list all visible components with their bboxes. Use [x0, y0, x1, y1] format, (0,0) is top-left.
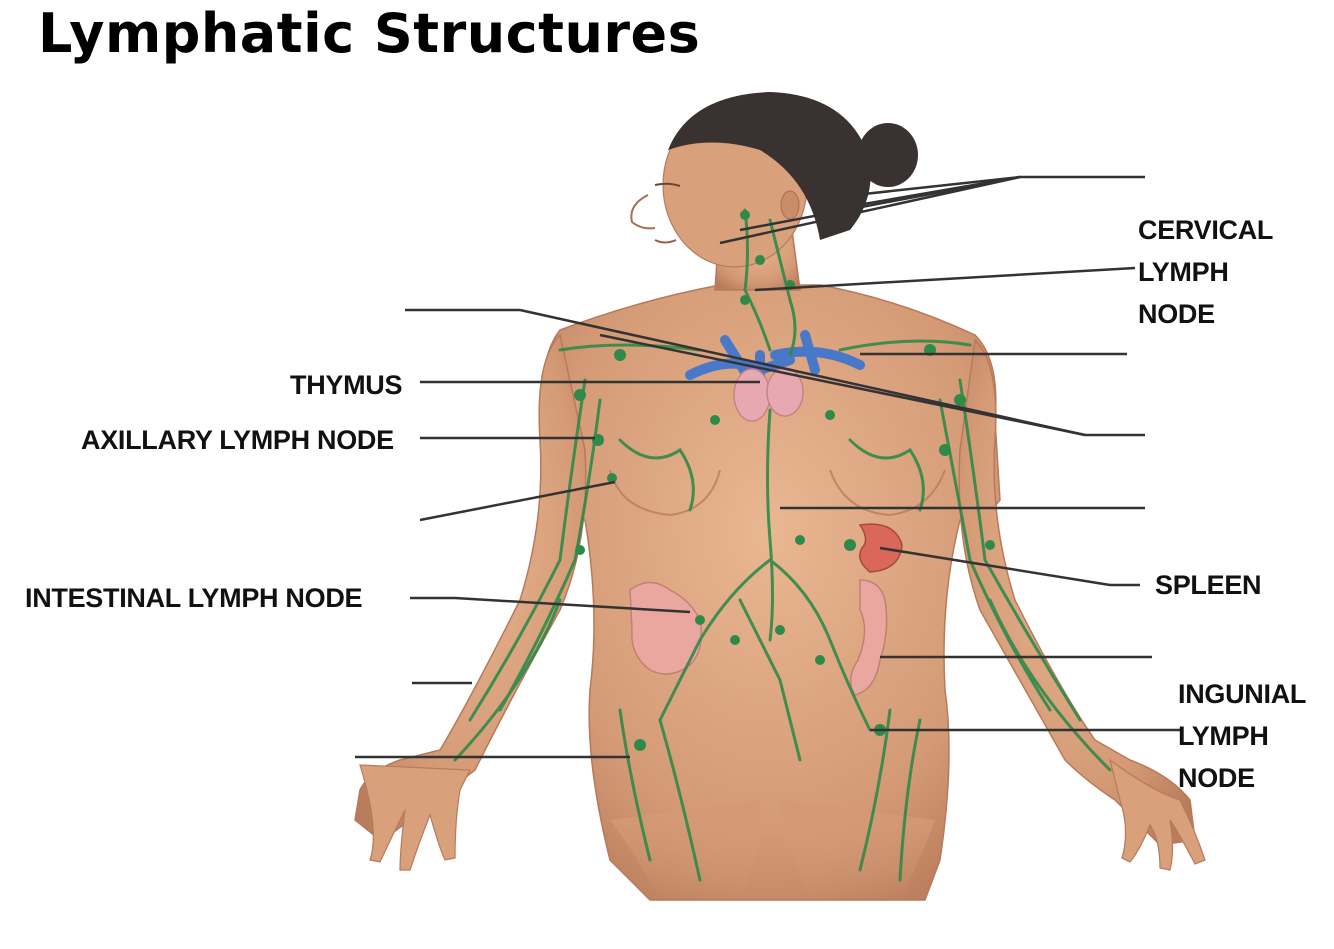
label-intestinal-lymph-node: INTESTINAL LYMPH NODE [25, 577, 362, 619]
hair-bun [858, 123, 918, 187]
body-silhouette [355, 215, 1195, 900]
label-axillary-lymph-node: AXILLARY LYMPH NODE [81, 419, 394, 461]
label-spleen: SPLEEN [1155, 564, 1261, 606]
label-cervical-lymph-node: CERVICAL LYMPH NODE [1138, 209, 1273, 335]
leader-line-cervical [755, 268, 1135, 290]
label-inguinal-lymph-node: INGUNIAL LYMPH NODE [1178, 673, 1306, 799]
label-thymus: THYMUS [290, 364, 402, 406]
